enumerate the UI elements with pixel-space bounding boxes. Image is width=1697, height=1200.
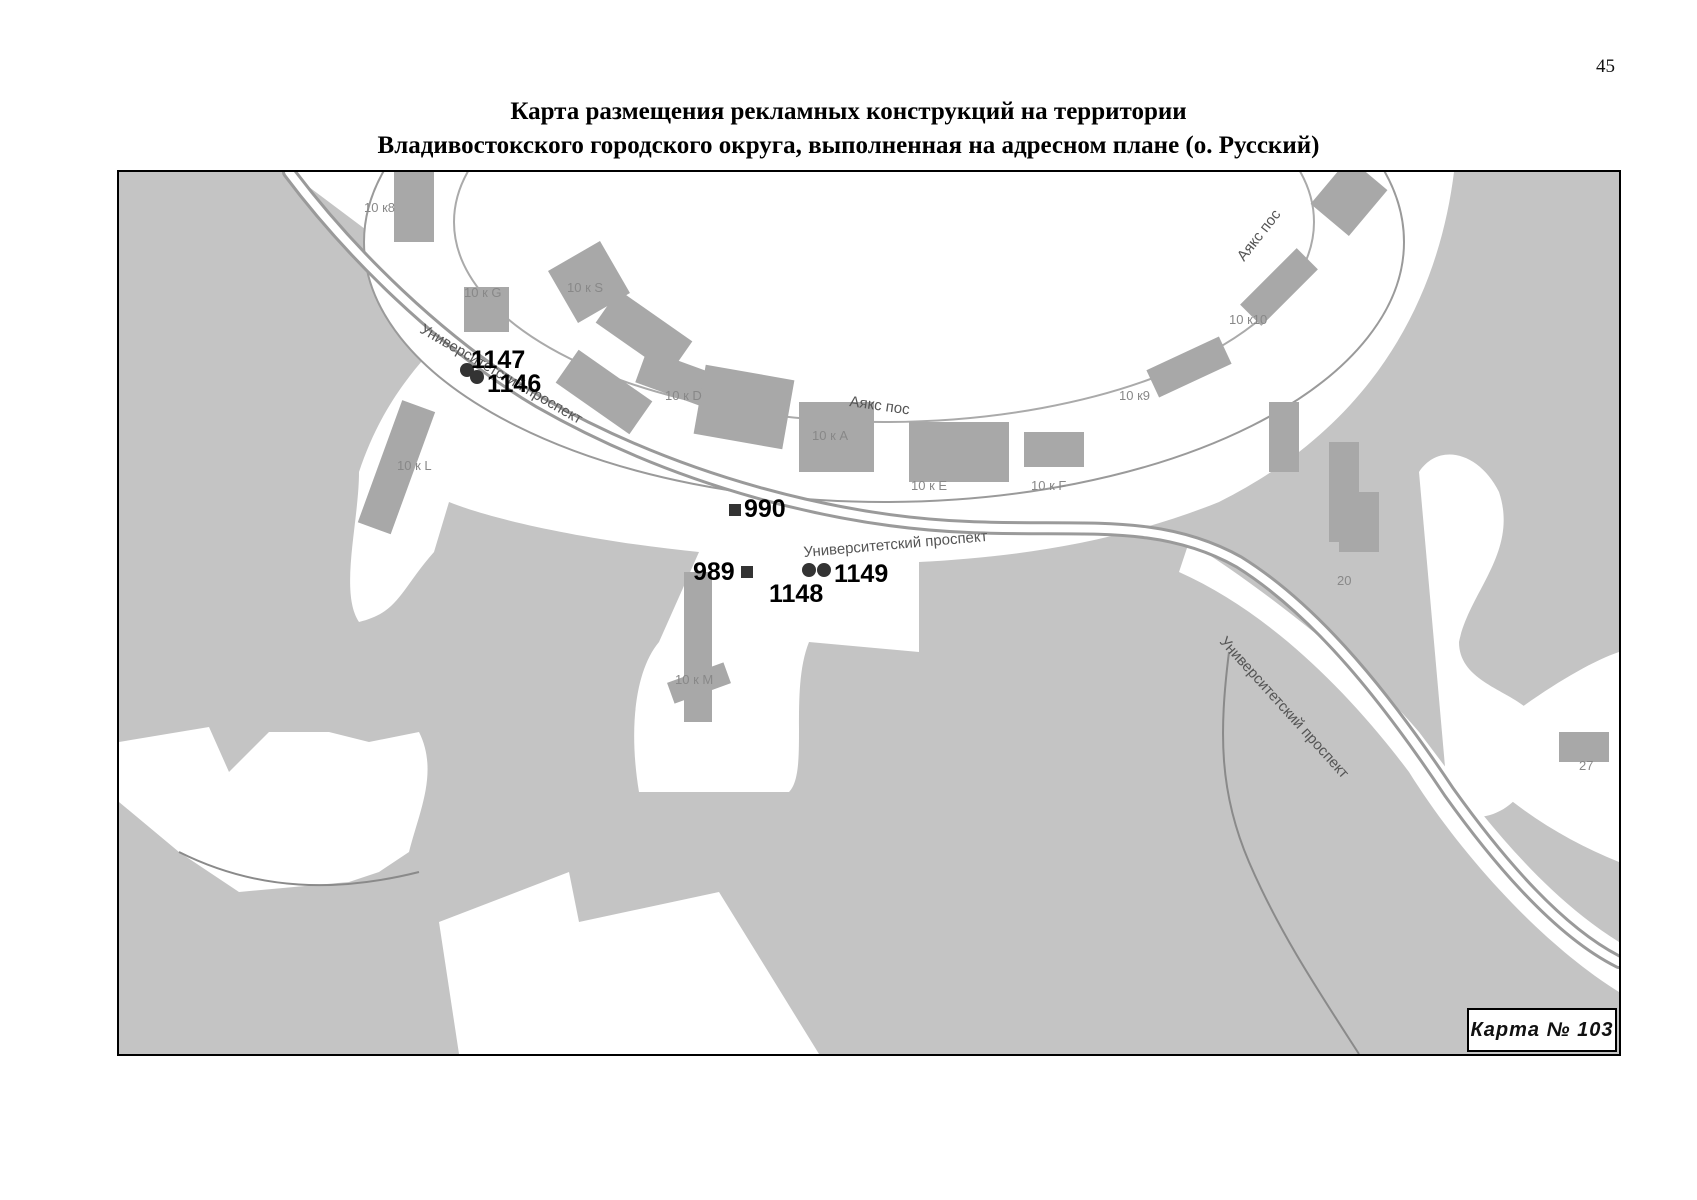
label-k9: 10 к9 bbox=[1119, 388, 1150, 403]
page-number: 45 bbox=[1596, 56, 1615, 77]
label-kE: 10 к E bbox=[911, 478, 947, 493]
building-kF bbox=[1024, 432, 1084, 467]
building-kG bbox=[464, 287, 509, 332]
building-west-1 bbox=[555, 349, 653, 435]
building-east-1 bbox=[1269, 402, 1299, 472]
road-southwest-path bbox=[178, 851, 420, 887]
marker-1149-label[interactable]: 1149 bbox=[834, 560, 888, 588]
marker-990-label[interactable]: 990 bbox=[744, 495, 786, 523]
marker-1149-icon[interactable] bbox=[817, 563, 831, 577]
building-kS-1 bbox=[548, 241, 630, 323]
land-road-east bbox=[1179, 542, 1619, 992]
building-k9 bbox=[1146, 336, 1232, 398]
land-south-strip bbox=[439, 872, 819, 1054]
map-number-label: Карта № 103 bbox=[1470, 1018, 1614, 1041]
land-east-far bbox=[1479, 652, 1619, 862]
building-kA bbox=[799, 402, 874, 472]
label-n27: 27 bbox=[1579, 758, 1593, 773]
road-south-path bbox=[1222, 651, 1360, 1054]
building-kE bbox=[909, 422, 1009, 482]
title-line-1: Карта размещения рекламных конструкций н… bbox=[510, 98, 1187, 125]
map-canvas: 10 к8 10 к G 10 к S 10 к D 10 к A 10 к E… bbox=[119, 172, 1619, 1054]
marker-990-icon[interactable] bbox=[729, 504, 741, 516]
building-kS-2 bbox=[595, 289, 693, 375]
building-kM-1 bbox=[684, 572, 712, 722]
building-n27 bbox=[1559, 732, 1609, 762]
building-k10 bbox=[1240, 248, 1318, 326]
label-kF: 10 к F bbox=[1031, 478, 1066, 493]
ad-markers: 1147 1146 990 989 1148 1149 bbox=[460, 346, 888, 608]
roads bbox=[178, 172, 1619, 1054]
label-kA: 10 к A bbox=[812, 428, 848, 443]
land-southwest bbox=[119, 727, 428, 892]
building-k8 bbox=[394, 172, 434, 242]
marker-989-icon[interactable] bbox=[741, 566, 753, 578]
label-kG: 10 к G bbox=[464, 285, 501, 300]
label-n20: 20 bbox=[1337, 573, 1351, 588]
label-kL: 10 к L bbox=[397, 458, 432, 473]
marker-989-label[interactable]: 989 bbox=[693, 558, 735, 586]
map-frame[interactable]: 10 к8 10 к G 10 к S 10 к D 10 к A 10 к E… bbox=[117, 170, 1621, 1056]
map-number-box: Карта № 103 bbox=[1467, 1008, 1617, 1052]
marker-1147-icon[interactable] bbox=[460, 363, 474, 377]
marker-1146-icon[interactable] bbox=[470, 370, 484, 384]
building-n-east bbox=[1310, 172, 1388, 237]
marker-1148-label[interactable]: 1148 bbox=[769, 580, 823, 608]
page-title: Карта размещения рекламных конструкций н… bbox=[0, 95, 1697, 163]
building-n20 bbox=[1339, 492, 1379, 552]
building-kL bbox=[357, 400, 436, 535]
buildings bbox=[357, 172, 1609, 762]
road-universitetsky-inner bbox=[285, 172, 1619, 966]
marker-1146-label[interactable]: 1146 bbox=[487, 370, 541, 398]
marker-1148-icon[interactable] bbox=[802, 563, 816, 577]
label-kD: 10 к D bbox=[665, 388, 702, 403]
label-kS: 10 к S bbox=[567, 280, 603, 295]
label-kM: 10 к M bbox=[675, 672, 713, 687]
title-line-2: Владивостокского городского округа, выпо… bbox=[377, 132, 1320, 159]
building-labels: 10 к8 10 к G 10 к S 10 к D 10 к A 10 к E… bbox=[364, 200, 1593, 773]
label-k10: 10 к10 bbox=[1229, 312, 1267, 327]
marker-1147-label[interactable]: 1147 bbox=[471, 346, 525, 374]
building-mid-1 bbox=[693, 364, 795, 450]
building-kM-2 bbox=[667, 662, 731, 704]
label-k8: 10 к8 bbox=[364, 200, 395, 215]
